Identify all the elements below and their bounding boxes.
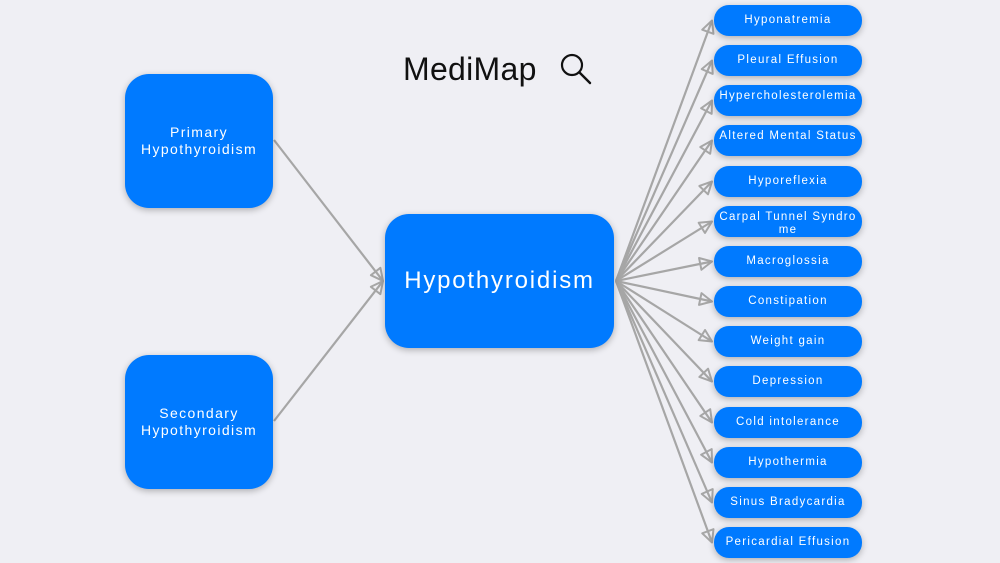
symptom-label: Pericardial Effusion [725,536,851,548]
edge-arrowhead [700,448,713,464]
edge-arrowhead [698,257,713,271]
symptom-node-weight-gain[interactable]: Weight gain [714,326,862,357]
symptom-label: Macroglossia [746,255,830,267]
symptom-node-carpal-tunnel-syndrome[interactable]: Carpal Tunnel Syndrome [714,206,862,237]
edge-arrowhead [700,59,714,75]
edge-arrowhead [698,367,713,383]
app-title: MediMap [403,50,537,87]
edge-arrowhead [698,180,713,196]
symptom-node-pericardial-effusion[interactable]: Pericardial Effusion [714,527,862,558]
symptom-node-macroglossia[interactable]: Macroglossia [714,246,862,277]
symptom-node-hypercholesterolemia[interactable]: Hypercholesterolemia [714,85,862,116]
search-icon[interactable] [559,52,593,86]
symptom-label: Hyporeflexia [748,175,828,187]
symptom-label: Sinus Bradycardia [730,496,846,508]
cause-node-primary-hypothyroidism[interactable]: Primary Hypothyroidism [125,74,273,208]
edge-arrowhead [698,292,713,306]
edge-line [615,280,713,464]
app-header: MediMap [403,48,593,90]
edge-line [615,280,713,383]
edge-line [615,280,713,424]
symptom-node-sinus-bradycardia[interactable]: Sinus Bradycardia [714,487,862,518]
cause-label: Secondary Hypothyroidism [140,405,258,438]
edge-line [614,60,714,282]
edge-arrowhead [700,488,714,504]
edge-arrowhead [697,329,713,343]
symptom-label: Cold intolerance [736,416,840,428]
symptom-label: Weight gain [750,335,826,347]
edge-arrowhead [699,408,713,424]
edge-line [615,280,713,343]
central-label: Hypothyroidism [404,267,595,294]
edge-arrowhead [701,528,715,544]
edge-arrowhead [700,99,713,115]
symptom-node-cold-intolerance[interactable]: Cold intolerance [714,407,862,438]
edge-arrowhead [697,220,713,234]
symptom-label: Hypercholesterolemia [719,90,857,102]
edge-line [273,280,384,422]
edge-line [614,280,714,543]
symptom-node-depression[interactable]: Depression [714,366,862,397]
edge-arrowhead [369,266,384,282]
symptom-label: Hyponatremia [744,14,832,26]
edge-line [615,99,713,282]
symptom-node-hypothermia[interactable]: Hypothermia [714,447,862,478]
cause-node-secondary-hypothyroidism[interactable]: Secondary Hypothyroidism [125,355,273,489]
cause-label: Primary Hypothyroidism [140,124,258,157]
symptom-node-hyporeflexia[interactable]: Hyporeflexia [714,166,862,197]
edge-line [615,220,713,282]
central-node-hypothyroidism[interactable]: Hypothyroidism [385,214,614,348]
symptom-label: Carpal Tunnel Syndrome [719,211,857,236]
edge-line [273,139,384,282]
symptom-label: Depression [752,375,824,387]
symptom-label: Altered Mental Status [719,130,857,142]
edge-line [615,180,713,282]
edge-line [614,280,714,503]
symptom-node-altered-mental-status[interactable]: Altered Mental Status [714,125,862,156]
edge-arrowhead [701,19,715,35]
symptom-label: Hypothermia [748,456,828,468]
edge-arrowhead [699,139,713,155]
edge-line [615,260,713,283]
symptom-node-pleural-effusion[interactable]: Pleural Effusion [714,45,862,76]
symptom-label: Pleural Effusion [737,54,839,66]
symptom-node-hyponatremia[interactable]: Hyponatremia [714,5,862,36]
symptom-node-constipation[interactable]: Constipation [714,286,862,317]
edge-line [615,279,713,303]
edge-arrowhead [369,280,384,296]
edge-line [614,20,714,282]
symptom-label: Constipation [748,295,828,307]
edge-line [615,139,713,282]
